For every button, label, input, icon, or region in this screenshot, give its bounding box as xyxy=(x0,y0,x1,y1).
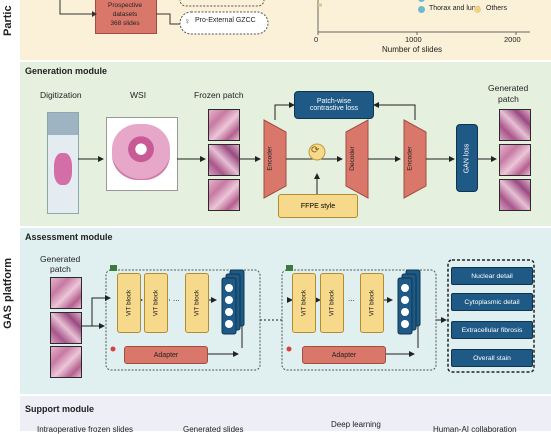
assess-patch-1 xyxy=(50,277,82,309)
generation-title: Generation module xyxy=(25,66,108,76)
legend-thorax-label: Thorax and lung xyxy=(429,5,480,12)
wsi-label: WSI xyxy=(130,90,147,100)
patchwise-loss-box: Patch-wise contrastive loss xyxy=(294,91,374,119)
tick-0: 0 xyxy=(314,35,319,44)
generated-patch-3 xyxy=(499,179,531,211)
pin-icon: ♀ xyxy=(184,16,191,26)
assessment-title: Assessment module xyxy=(25,232,113,242)
support-item-4: Human-AI collaboration xyxy=(433,425,517,434)
frozen-patch-3 xyxy=(208,179,240,211)
wsi-image xyxy=(106,117,178,191)
output-overall-stain: Overall stain xyxy=(451,349,533,367)
ffpe-style-label: FFPE style xyxy=(300,202,336,210)
generated-patch-line2: patch xyxy=(498,94,519,104)
generated-patch-2 xyxy=(499,144,531,176)
output-label: Overall stain xyxy=(473,354,511,362)
prospective-line2: datasets xyxy=(112,11,138,18)
adapter-label: Adapter xyxy=(153,351,179,359)
vit-block-1c: ViT block xyxy=(185,273,209,333)
prospective-line3: 368 slides xyxy=(110,20,140,27)
gas-platform-side-label: GAS platform xyxy=(2,258,14,329)
patchwise-line1: Patch-wise xyxy=(316,98,352,105)
participants-panel: Prospective datasets 368 slides ♀ Pro-Ex… xyxy=(20,0,551,60)
cycle-icon: ⟳ xyxy=(311,145,320,156)
generated-patch-1 xyxy=(499,109,531,141)
prospective-line1: Prospective xyxy=(108,2,142,9)
ellipsis-2: ... xyxy=(348,294,355,303)
legend-others-label: Others xyxy=(486,5,508,12)
patchwise-line2: contrastive loss xyxy=(309,105,359,112)
assess-generated-line1: Generated xyxy=(40,254,81,264)
output-label: Nuclear detail xyxy=(471,272,513,280)
generation-panel: Generation module Digitization WSI Froze… xyxy=(20,62,551,226)
adapter-1: Adapter xyxy=(124,346,208,364)
tick-1000: 1000 xyxy=(405,35,422,44)
axis-title: Number of slides xyxy=(382,45,443,54)
vit-label: ViT block xyxy=(300,289,308,317)
assess-patch-2 xyxy=(50,312,82,344)
assessment-network xyxy=(82,259,535,373)
support-item-3: Deep learning xyxy=(331,420,381,429)
tick-2000: 2000 xyxy=(504,35,521,44)
assessment-panel: Assessment module Generated patch xyxy=(20,228,551,394)
support-item-1: Intraoperative frozen slides xyxy=(37,425,134,434)
frozen-patch-2 xyxy=(208,144,240,176)
prospective-datasets-box xyxy=(95,0,157,34)
vit-label: ViT block xyxy=(368,289,376,317)
participants-connectors xyxy=(59,0,530,35)
gan-loss-label: GAN loss xyxy=(463,143,471,173)
frozen-patch-label: Frozen patch xyxy=(194,90,244,100)
legend-thorax-swatch xyxy=(418,6,425,13)
assess-patch-3 xyxy=(50,346,82,378)
ffpe-style-box: FFPE style xyxy=(278,194,358,218)
generated-patch-line1: Generated xyxy=(488,83,529,93)
participants-side-label: Partic xyxy=(2,5,14,36)
vit-block-1a: ViT block xyxy=(117,273,141,333)
adapter-label: Adapter xyxy=(331,351,357,359)
vit-label: ViT block xyxy=(328,289,336,317)
vit-label: ViT block xyxy=(193,289,201,317)
vit-label: ViT block xyxy=(125,289,133,317)
left-label-strip xyxy=(0,0,20,431)
adapter-2: Adapter xyxy=(302,346,386,364)
vit-label: ViT block xyxy=(152,289,160,317)
vit-block-2b: ViT block xyxy=(320,273,344,333)
support-panel: Support module Intraoperative frozen sli… xyxy=(20,396,551,434)
output-cytoplasmic-detail: Cytoplasmic detail xyxy=(451,293,533,311)
encoder-label: Encoder xyxy=(266,146,274,171)
support-title: Support module xyxy=(25,404,94,414)
legend-teal-dot xyxy=(418,0,425,2)
frozen-patch-1 xyxy=(208,109,240,141)
generator-network xyxy=(78,102,497,199)
digitization-label: Digitization xyxy=(40,90,82,100)
output-label: Extracellular fibrosis xyxy=(461,326,523,334)
support-item-2: Generated slides xyxy=(183,425,244,434)
vit-block-2a: ViT block xyxy=(292,273,316,333)
output-nuclear-detail: Nuclear detail xyxy=(451,267,533,285)
output-label: Cytoplasmic detail xyxy=(464,298,520,306)
output-extracellular-fibrosis: Extracellular fibrosis xyxy=(451,321,533,339)
decoder-label: Decoder xyxy=(348,146,356,171)
assess-generated-line2: patch xyxy=(50,264,71,274)
ellipsis-1: ... xyxy=(173,294,180,303)
vit-block-2c: ViT block xyxy=(360,273,384,333)
glass-slide-icon xyxy=(47,112,79,214)
pro-external-label: Pro-External GZCC xyxy=(195,17,256,24)
vit-block-1b: ViT block xyxy=(144,273,168,333)
encoder2-label: Encoder xyxy=(406,146,414,171)
legend-others-swatch xyxy=(474,6,481,13)
gan-loss-box: GAN loss xyxy=(456,124,478,192)
